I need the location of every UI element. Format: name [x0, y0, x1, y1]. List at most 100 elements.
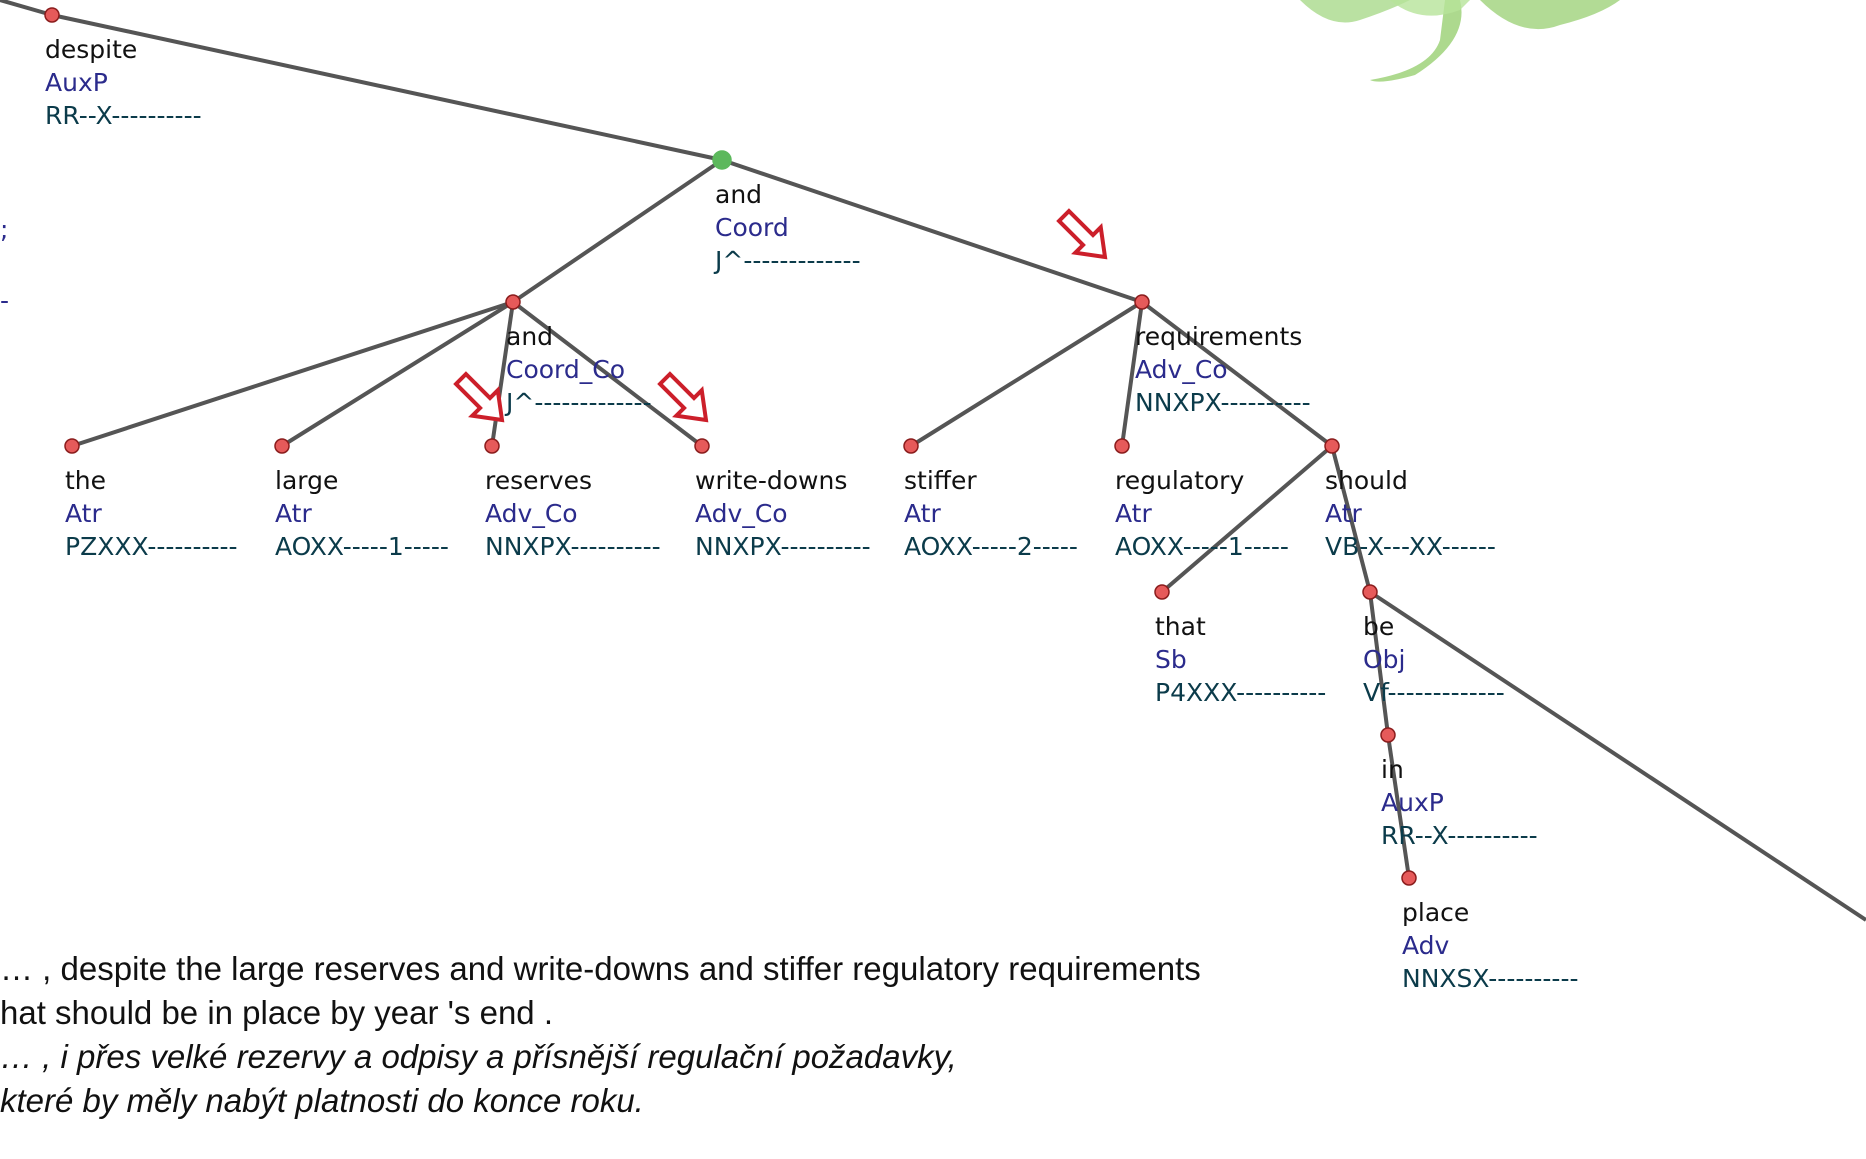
sentence-text: … , despite the large reserves and write…: [0, 947, 1560, 1123]
node-requirements-dot[interactable]: [1134, 294, 1150, 310]
node-afun: Atr: [1115, 499, 1152, 528]
edge-requirements-should: [1140, 300, 1334, 448]
node-afun: Adv_Co: [1135, 355, 1228, 384]
node-form: despite: [45, 35, 138, 64]
node-the-dot[interactable]: [64, 438, 80, 454]
edge-and2-write-downs: [511, 300, 704, 448]
node-tag: AOXX-----2-----: [904, 532, 1078, 561]
node-afun: Adv_Co: [695, 499, 788, 528]
node-tag: NNXPX----------: [485, 532, 661, 561]
tree-logo-decoration: [1300, 0, 1620, 82]
node-large-dot[interactable]: [274, 438, 290, 454]
node-and1-dot[interactable]: [712, 150, 732, 170]
edge-offscreen-right: [1368, 590, 1866, 922]
node-be-dot[interactable]: [1362, 584, 1378, 600]
edge-should-that: [1160, 444, 1334, 594]
edge-requirements-stiffer: [909, 300, 1144, 448]
node-afun: AuxP: [1381, 788, 1444, 817]
sentence-cz-line-2: které by měly nabýt platnosti do konce r…: [0, 1082, 644, 1119]
node-afun: Atr: [1325, 499, 1362, 528]
node-afun: Atr: [65, 499, 102, 528]
node-in-dot[interactable]: [1380, 727, 1396, 743]
node-form: stiffer: [904, 466, 977, 495]
arrow-reserves: [453, 371, 505, 423]
tree-nodes: [44, 7, 1417, 886]
node-and2-dot[interactable]: [505, 294, 521, 310]
edge-despite-and1: [50, 13, 724, 162]
sentence-en-line-2: hat should be in place by year 's end .: [0, 994, 553, 1031]
node-form: be: [1363, 612, 1395, 641]
node-form: large: [275, 466, 339, 495]
node-tag: P4XXX----------: [1155, 678, 1327, 707]
node-that-dot[interactable]: [1154, 584, 1170, 600]
edge-in-place: [1386, 733, 1411, 880]
edge-requirements-regulatory: [1120, 300, 1144, 448]
node-tag: AOXX-----1-----: [275, 532, 449, 561]
node-form: write-downs: [695, 466, 848, 495]
clipped-left-fragment-1: ;: [0, 215, 9, 244]
node-afun: Adv: [1402, 931, 1450, 960]
node-form: the: [65, 466, 107, 495]
node-tag: Vf-------------: [1363, 678, 1505, 707]
node-afun: Atr: [275, 499, 312, 528]
sentence-en-line-1: … , despite the large reserves and write…: [0, 950, 1201, 987]
edge-and1-and2: [511, 158, 724, 304]
node-tag: RR--X----------: [45, 101, 202, 130]
edge-and2-the: [70, 300, 515, 448]
node-afun: Obj: [1363, 645, 1406, 674]
edge-and2-large: [280, 300, 515, 448]
edge-be-in: [1368, 590, 1390, 737]
node-despite-dot[interactable]: [44, 7, 60, 23]
node-stiffer-dot[interactable]: [903, 438, 919, 454]
node-afun: Coord_Co: [506, 355, 626, 384]
node-write-downs-dot[interactable]: [694, 438, 710, 454]
node-form: should: [1325, 466, 1408, 495]
node-form: and: [715, 180, 763, 209]
clipped-left-fragment: ; -: [0, 215, 9, 315]
node-form: place: [1402, 898, 1470, 927]
node-tag: PZXXX----------: [65, 532, 238, 561]
node-form: and: [506, 322, 554, 351]
edge-offscreen-top: [0, 0, 53, 17]
node-regulatory-dot[interactable]: [1114, 438, 1130, 454]
node-tag: J^-------------: [715, 246, 861, 275]
node-tag: VB-X---XX------: [1325, 532, 1496, 561]
node-afun: Coord: [715, 213, 789, 242]
node-form: reserves: [485, 466, 592, 495]
node-place-dot[interactable]: [1401, 870, 1417, 886]
node-form: in: [1381, 755, 1404, 784]
arrow-requirements: [1056, 208, 1108, 260]
node-tag: J^-------------: [506, 388, 652, 417]
node-tag: RR--X----------: [1381, 821, 1538, 850]
edge-and1-requirements: [720, 158, 1144, 304]
node-reserves-dot[interactable]: [484, 438, 500, 454]
node-should-dot[interactable]: [1324, 438, 1340, 454]
node-form: that: [1155, 612, 1206, 641]
node-tag: NNXPX----------: [1135, 388, 1311, 417]
edge-should-be: [1330, 444, 1372, 594]
node-tag: NNXPX----------: [695, 532, 871, 561]
node-afun: Adv_Co: [485, 499, 578, 528]
clipped-left-fragment-2: -: [0, 286, 10, 315]
node-form: requirements: [1135, 322, 1303, 351]
node-afun: Sb: [1155, 645, 1187, 674]
sentence-cz-line-1: … , i přes velké rezervy a odpisy a přís…: [0, 1038, 957, 1075]
node-form: regulatory: [1115, 466, 1245, 495]
tree-edges: [0, 0, 1866, 922]
node-tag: NNXSX----------: [1402, 964, 1579, 993]
